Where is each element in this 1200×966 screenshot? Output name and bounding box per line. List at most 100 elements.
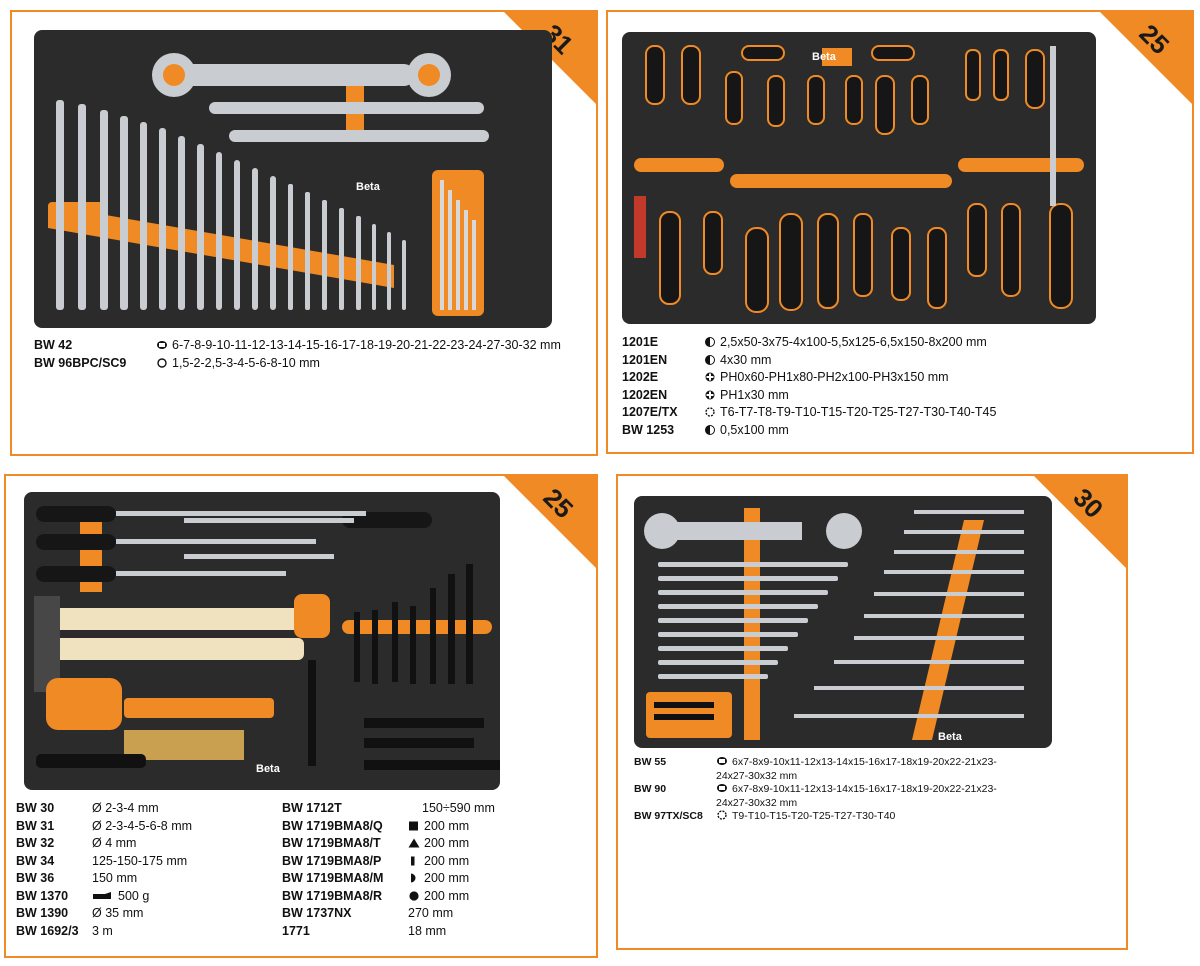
spec-table-left: BW 30 Ø 2-3-4 mm BW 31 Ø 2-3-4-5-6-8 mm BW… bbox=[16, 800, 192, 940]
spec-row: BW 34 125-150-175 mm bbox=[16, 853, 192, 871]
spec-value: 6x7-8x9-10x11-12x13-14x15-16x17-18x19-20… bbox=[732, 756, 997, 768]
tool-tray-image: Beta bbox=[634, 496, 1052, 748]
product-code: BW 34 bbox=[16, 853, 55, 868]
half-circle-icon bbox=[704, 337, 716, 347]
spec-value: 500 g bbox=[118, 888, 150, 903]
spec-value: Ø 4 mm bbox=[92, 836, 137, 850]
spec-row: BW 1370 500 g bbox=[16, 888, 192, 906]
product-code: 1771 bbox=[282, 923, 310, 938]
spec-value: 125-150-175 mm bbox=[92, 853, 188, 868]
product-code: BW 30 bbox=[16, 801, 55, 815]
square-icon bbox=[408, 821, 420, 831]
product-code: BW 1370 bbox=[16, 888, 69, 903]
spec-table: BW 42 6-7-8-9-10-11-12-13-14-15-16-17-18… bbox=[34, 337, 561, 372]
circle-outline-icon bbox=[156, 357, 168, 368]
product-code: BW 90 bbox=[634, 783, 667, 795]
product-code: BW 96BPC/SC9 bbox=[34, 355, 127, 370]
spec-row: BW 96BPC/SC9 1,5-2-2,5-3-4-5-6-8-10 mm bbox=[34, 355, 561, 373]
spec-row: BW 36 150 mm bbox=[16, 870, 192, 888]
product-code: BW 1737NX bbox=[282, 906, 352, 920]
spec-value: 2,5x50-3x75-4x100-5,5x125-6,5x150-8x200 … bbox=[720, 335, 987, 349]
spec-value: 200 mm bbox=[424, 853, 470, 868]
spec-row: BW 90 6x7-8x9-10x11-12x13-14x15-16x17-18x… bbox=[634, 783, 997, 810]
spec-value: 150 mm bbox=[92, 871, 138, 885]
spec-value: 4x30 mm bbox=[720, 352, 772, 367]
panel-25-screwdrivers: 25 Beta bbox=[606, 10, 1194, 454]
spec-row: BW 42 6-7-8-9-10-11-12-13-14-15-16-17-18… bbox=[34, 337, 561, 355]
svg-text:Beta: Beta bbox=[356, 181, 381, 193]
product-code: BW 55 bbox=[634, 756, 667, 768]
spec-row: BW 1737NX 270 mm bbox=[282, 905, 495, 923]
product-code: BW 1719BMA8/Q bbox=[282, 818, 383, 833]
spec-value: 270 mm bbox=[408, 906, 454, 920]
svg-text:Beta: Beta bbox=[256, 763, 281, 775]
spec-row: BW 32 Ø 4 mm bbox=[16, 835, 192, 853]
product-code: BW 1719BMA8/R bbox=[282, 888, 383, 903]
spec-table: BW 55 6x7-8x9-10x11-12x13-14x15-16x17-18x… bbox=[634, 756, 997, 824]
half-round-icon bbox=[408, 873, 420, 883]
round-icon bbox=[408, 890, 420, 901]
spec-value: 0,5x100 mm bbox=[720, 422, 789, 437]
spec-value: Ø 35 mm bbox=[92, 906, 144, 920]
spec-value-continued: 24x27-30x32 mm bbox=[716, 769, 798, 782]
spec-row: BW 1253 0,5x100 mm bbox=[622, 422, 996, 440]
spec-value: 6x7-8x9-10x11-12x13-14x15-16x17-18x19-20… bbox=[732, 783, 997, 795]
torx-icon bbox=[716, 810, 728, 820]
spec-value: 200 mm bbox=[424, 888, 470, 903]
spec-row: BW 1692/3 3 m bbox=[16, 923, 192, 941]
spec-value: PH1x30 mm bbox=[720, 387, 789, 402]
spec-value: 18 mm bbox=[408, 923, 447, 938]
spec-value: Ø 2-3-4-5-6-8 mm bbox=[92, 818, 193, 833]
phillips-icon bbox=[704, 372, 716, 382]
triangle-icon bbox=[408, 838, 420, 848]
product-code: BW 1390 bbox=[16, 906, 69, 920]
spec-row: BW 55 6x7-8x9-10x11-12x13-14x15-16x17-18x… bbox=[634, 756, 997, 783]
spec-value: PH0x60-PH1x80-PH2x100-PH3x150 mm bbox=[720, 370, 949, 384]
svg-text:Beta: Beta bbox=[812, 51, 837, 63]
product-code: BW 31 bbox=[16, 818, 55, 833]
torx-icon bbox=[704, 407, 716, 417]
ring-spanner-icon bbox=[156, 340, 168, 350]
product-code: BW 1719BMA8/T bbox=[282, 836, 381, 850]
flat-bar-icon bbox=[408, 856, 420, 866]
tool-tray-image: Beta bbox=[24, 492, 500, 790]
hammer-head-icon bbox=[92, 891, 114, 901]
product-code: BW 1692/3 bbox=[16, 923, 79, 938]
half-circle-icon bbox=[704, 354, 716, 365]
spec-value: 6-7-8-9-10-11-12-13-14-15-16-17-18-19-20… bbox=[172, 338, 561, 352]
product-code: 1202E bbox=[622, 370, 659, 384]
spec-value: T6-T7-T8-T9-T10-T15-T20-T25-T27-T30-T40-… bbox=[720, 405, 997, 419]
spec-row: BW 31 Ø 2-3-4-5-6-8 mm bbox=[16, 818, 192, 836]
spec-value: 150÷590 mm bbox=[422, 801, 495, 815]
tool-tray-image: Beta bbox=[622, 32, 1096, 324]
spec-value: 200 mm bbox=[424, 871, 470, 885]
product-code: 1202EN bbox=[622, 387, 668, 402]
spec-value: Ø 2-3-4 mm bbox=[92, 801, 159, 815]
phillips-icon bbox=[704, 390, 716, 400]
panel-31: 31 bbox=[10, 10, 598, 456]
product-code: BW 1253 bbox=[622, 422, 675, 437]
product-code: BW 36 bbox=[16, 871, 55, 885]
count-badge: 25 bbox=[1098, 12, 1192, 106]
spec-value: 3 m bbox=[92, 923, 113, 938]
tool-tray-image: Beta bbox=[34, 30, 552, 328]
spec-row: 1202E PH0x60-PH1x80-PH2x100-PH3x150 mm bbox=[622, 369, 996, 387]
spec-row: BW 1719BMA8/R 200 mm bbox=[282, 888, 495, 906]
half-circle-icon bbox=[704, 424, 716, 435]
spec-value: 200 mm bbox=[424, 836, 470, 850]
spec-row: 1202EN PH1x30 mm bbox=[622, 387, 996, 405]
product-code: BW 32 bbox=[16, 836, 55, 850]
ring-spanner-icon bbox=[716, 756, 728, 766]
spec-value: 1,5-2-2,5-3-4-5-6-8-10 mm bbox=[172, 355, 320, 370]
